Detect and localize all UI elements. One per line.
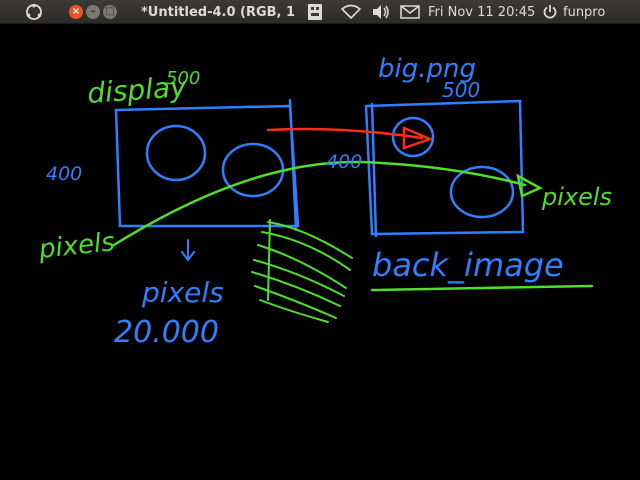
wifi-icon[interactable] — [340, 0, 362, 24]
volume-icon[interactable] — [370, 0, 392, 24]
right-circle-2 — [449, 165, 515, 219]
down-arrow — [181, 239, 195, 262]
minimize-icon[interactable]: – — [86, 5, 100, 19]
ubuntu-logo-icon[interactable] — [22, 0, 46, 24]
top-panel: × – □ *Untitled-4.0 (RGB, 1 Fri Nov 11 2… — [0, 0, 640, 24]
big-png-box — [364, 99, 525, 238]
green-curve — [112, 160, 543, 247]
window-title: *Untitled-4.0 (RGB, 1 — [141, 4, 296, 20]
left-circle-1 — [145, 124, 207, 182]
right-circle-1 — [391, 116, 435, 158]
keyboard-icon[interactable] — [304, 0, 326, 24]
user-name[interactable]: funpro — [563, 4, 606, 20]
window-controls: × – □ — [69, 0, 117, 24]
big-png-width-label: 500 — [442, 78, 480, 102]
big-png-title: big.png — [378, 54, 476, 84]
pixel-count-label: 20.000 — [114, 315, 219, 350]
drawing-canvas[interactable]: display 500 400 big.png 500 400 pixels p… — [0, 24, 640, 480]
pixels-right-label: pixels — [541, 183, 612, 211]
red-arrow — [266, 126, 434, 150]
pixels-left-label: pixels — [37, 227, 117, 265]
left-circle-2 — [221, 142, 285, 198]
back-image-underline — [370, 284, 594, 292]
big-png-height-label: 400 — [326, 151, 362, 173]
close-icon[interactable]: × — [69, 5, 83, 19]
mail-icon[interactable] — [399, 0, 421, 24]
display-width-label: 500 — [166, 68, 200, 89]
display-box — [114, 98, 300, 232]
display-title: display — [86, 70, 188, 110]
power-icon[interactable] — [539, 0, 561, 24]
back-image-label: back_image — [372, 246, 564, 284]
maximize-icon[interactable]: □ — [103, 5, 117, 19]
pixels-bottom-label: pixels — [141, 276, 224, 309]
green-scribble — [251, 219, 353, 323]
clock[interactable]: Fri Nov 11 20:45 — [428, 4, 536, 20]
display-height-label: 400 — [46, 163, 82, 185]
